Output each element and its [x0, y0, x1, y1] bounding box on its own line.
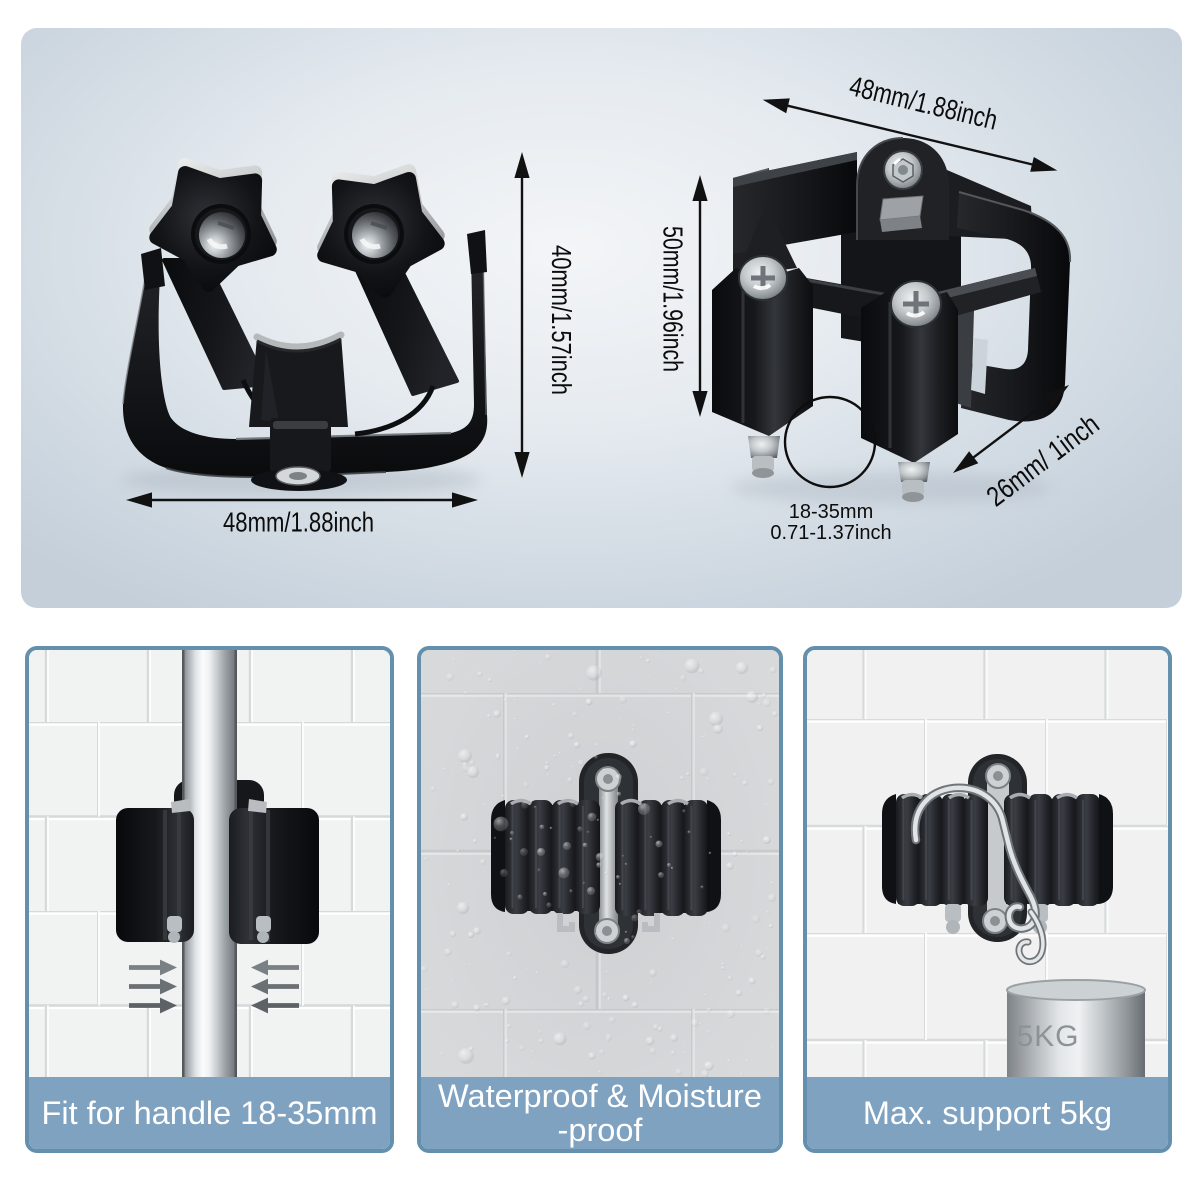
svg-text:50mm/1.96inch: 50mm/1.96inch: [658, 226, 689, 372]
svg-text:40mm/1.57inch: 40mm/1.57inch: [546, 245, 577, 395]
svg-text:5KG: 5KG: [1016, 1020, 1079, 1053]
svg-text:18-35mm: 18-35mm: [789, 501, 873, 523]
svg-text:0.71-1.37inch: 0.71-1.37inch: [770, 522, 891, 544]
svg-text:48mm/1.88inch: 48mm/1.88inch: [223, 506, 374, 537]
svg-text:26mm/ 1inch: 26mm/ 1inch: [981, 408, 1105, 512]
